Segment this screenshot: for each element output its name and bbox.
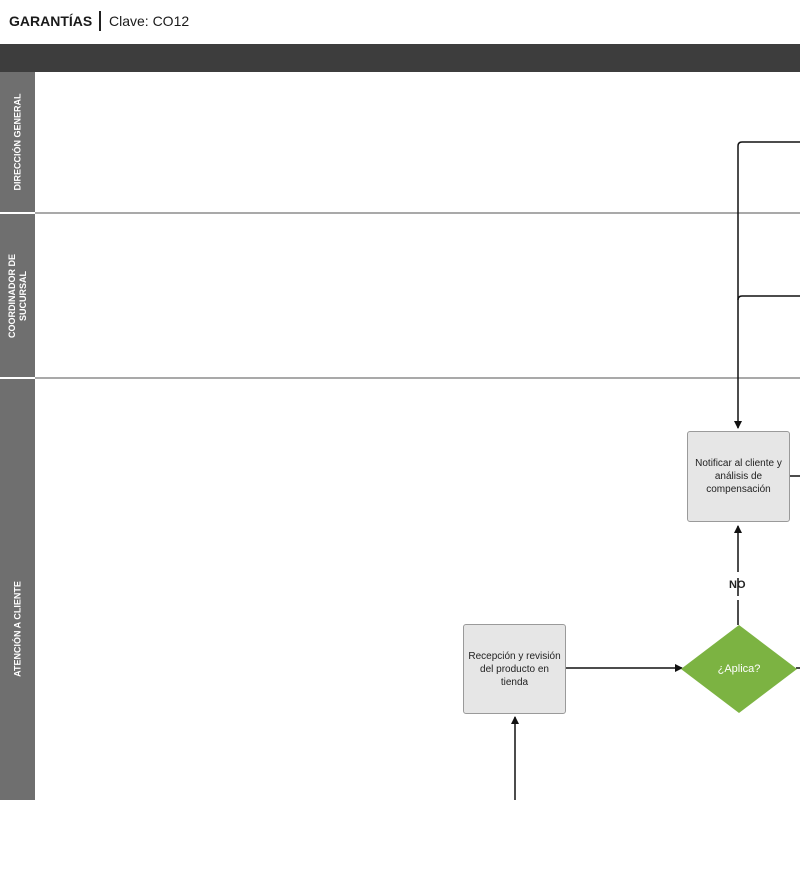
lane-separator <box>35 212 800 214</box>
process-recepcion-producto: Recepción y revisión del producto en tie… <box>463 624 566 714</box>
edge-label-no: NO <box>729 579 746 591</box>
diagram-title: GARANTÍAS <box>9 13 93 29</box>
connector-coordinador-join <box>737 295 800 301</box>
title-separator <box>99 11 101 31</box>
lane-header-divider <box>0 377 35 379</box>
header: GARANTÍAS Clave: CO12 <box>0 0 800 44</box>
lane-separator <box>35 377 800 379</box>
top-bar <box>0 44 800 72</box>
decision-aplica: ¿Aplica? <box>681 625 797 713</box>
connector-direccion-to-notificar <box>734 141 800 429</box>
process-recepcion-label: Recepción y revisión del producto en tie… <box>468 650 561 688</box>
decision-aplica-label: ¿Aplica? <box>717 663 761 675</box>
lane-header-divider <box>0 212 35 214</box>
process-notificar-cliente: Notificar al cliente y análisis de compe… <box>687 431 790 522</box>
diagram-code: Clave: CO12 <box>109 13 190 29</box>
decision-aplica-shape <box>681 625 797 713</box>
connectors <box>511 141 800 800</box>
process-notificar-label: Notificar al cliente y análisis de compe… <box>695 458 782 495</box>
lane-header-column <box>0 72 35 800</box>
